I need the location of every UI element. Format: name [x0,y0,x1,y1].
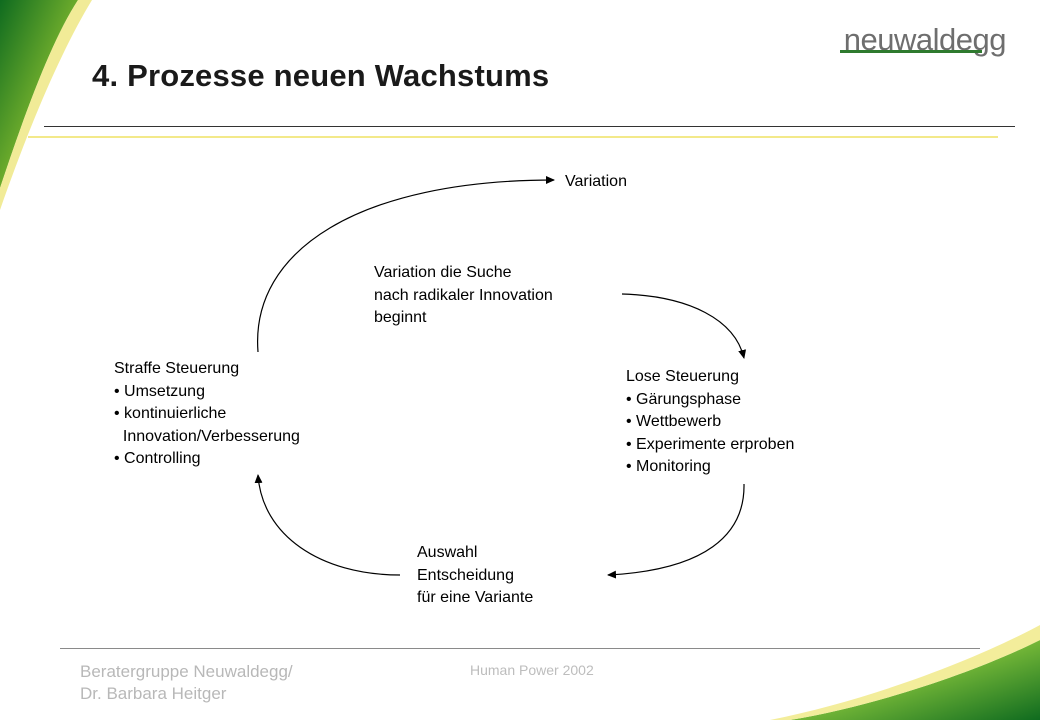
center-line: Variation die Suche [374,264,512,281]
footer-author: Beratergruppe Neuwaldegg/ Dr. Barbara He… [80,661,293,705]
footer-author-line: Beratergruppe Neuwaldegg/ [80,662,293,681]
straffe-steuerung-block: Straffe Steuerung • Umsetzung • kontinui… [114,358,300,471]
arrow-to-variation [257,176,555,353]
header-accent-line [28,136,998,138]
left-block-line: Innovation/Verbesserung [114,427,300,445]
left-block-line: • kontinuierliche [114,405,227,422]
slide-title: 4. Prozesse neuen Wachstums [92,58,550,93]
bottom-block-line: Entscheidung [417,566,514,584]
footer-divider [60,648,980,649]
top-left-swoosh [0,0,78,188]
left-block-line: • Controlling [114,450,201,467]
right-block-line: • Gärungsphase [626,390,742,408]
footer-author-line: Dr. Barbara Heitger [80,684,227,703]
bottom-block-line: für eine Variante [417,589,534,606]
header-divider [44,126,1015,127]
arrow-to-auswahl [607,483,745,579]
left-block-line: • Umsetzung [114,382,205,400]
right-block-line: • Wettbewerb [626,413,722,430]
logo-underline [840,50,982,53]
right-block-line: • Experimente erproben [626,435,795,453]
bottom-block-line: Auswahl [417,544,478,561]
left-block-line: Straffe Steuerung [114,360,240,377]
footer-event: Human Power 2002 [470,662,594,678]
auswahl-block: Auswahl Entscheidung für eine Variante [417,542,533,610]
center-line: nach radikaler Innovation [374,286,553,304]
right-block-line: • Monitoring [626,458,711,475]
arrow-to-lose-steuerung [621,293,747,359]
lose-steuerung-block: Lose Steuerung • Gärungsphase • Wettbewe… [626,366,794,479]
variation-label: Variation [565,173,627,190]
right-block-line: Lose Steuerung [626,368,739,385]
center-line: beginnt [374,309,427,326]
bottom-right-swoosh [790,640,1040,720]
center-description: Variation die Suche nach radikaler Innov… [374,262,553,330]
arrow-to-straffe-steuerung [254,474,401,576]
